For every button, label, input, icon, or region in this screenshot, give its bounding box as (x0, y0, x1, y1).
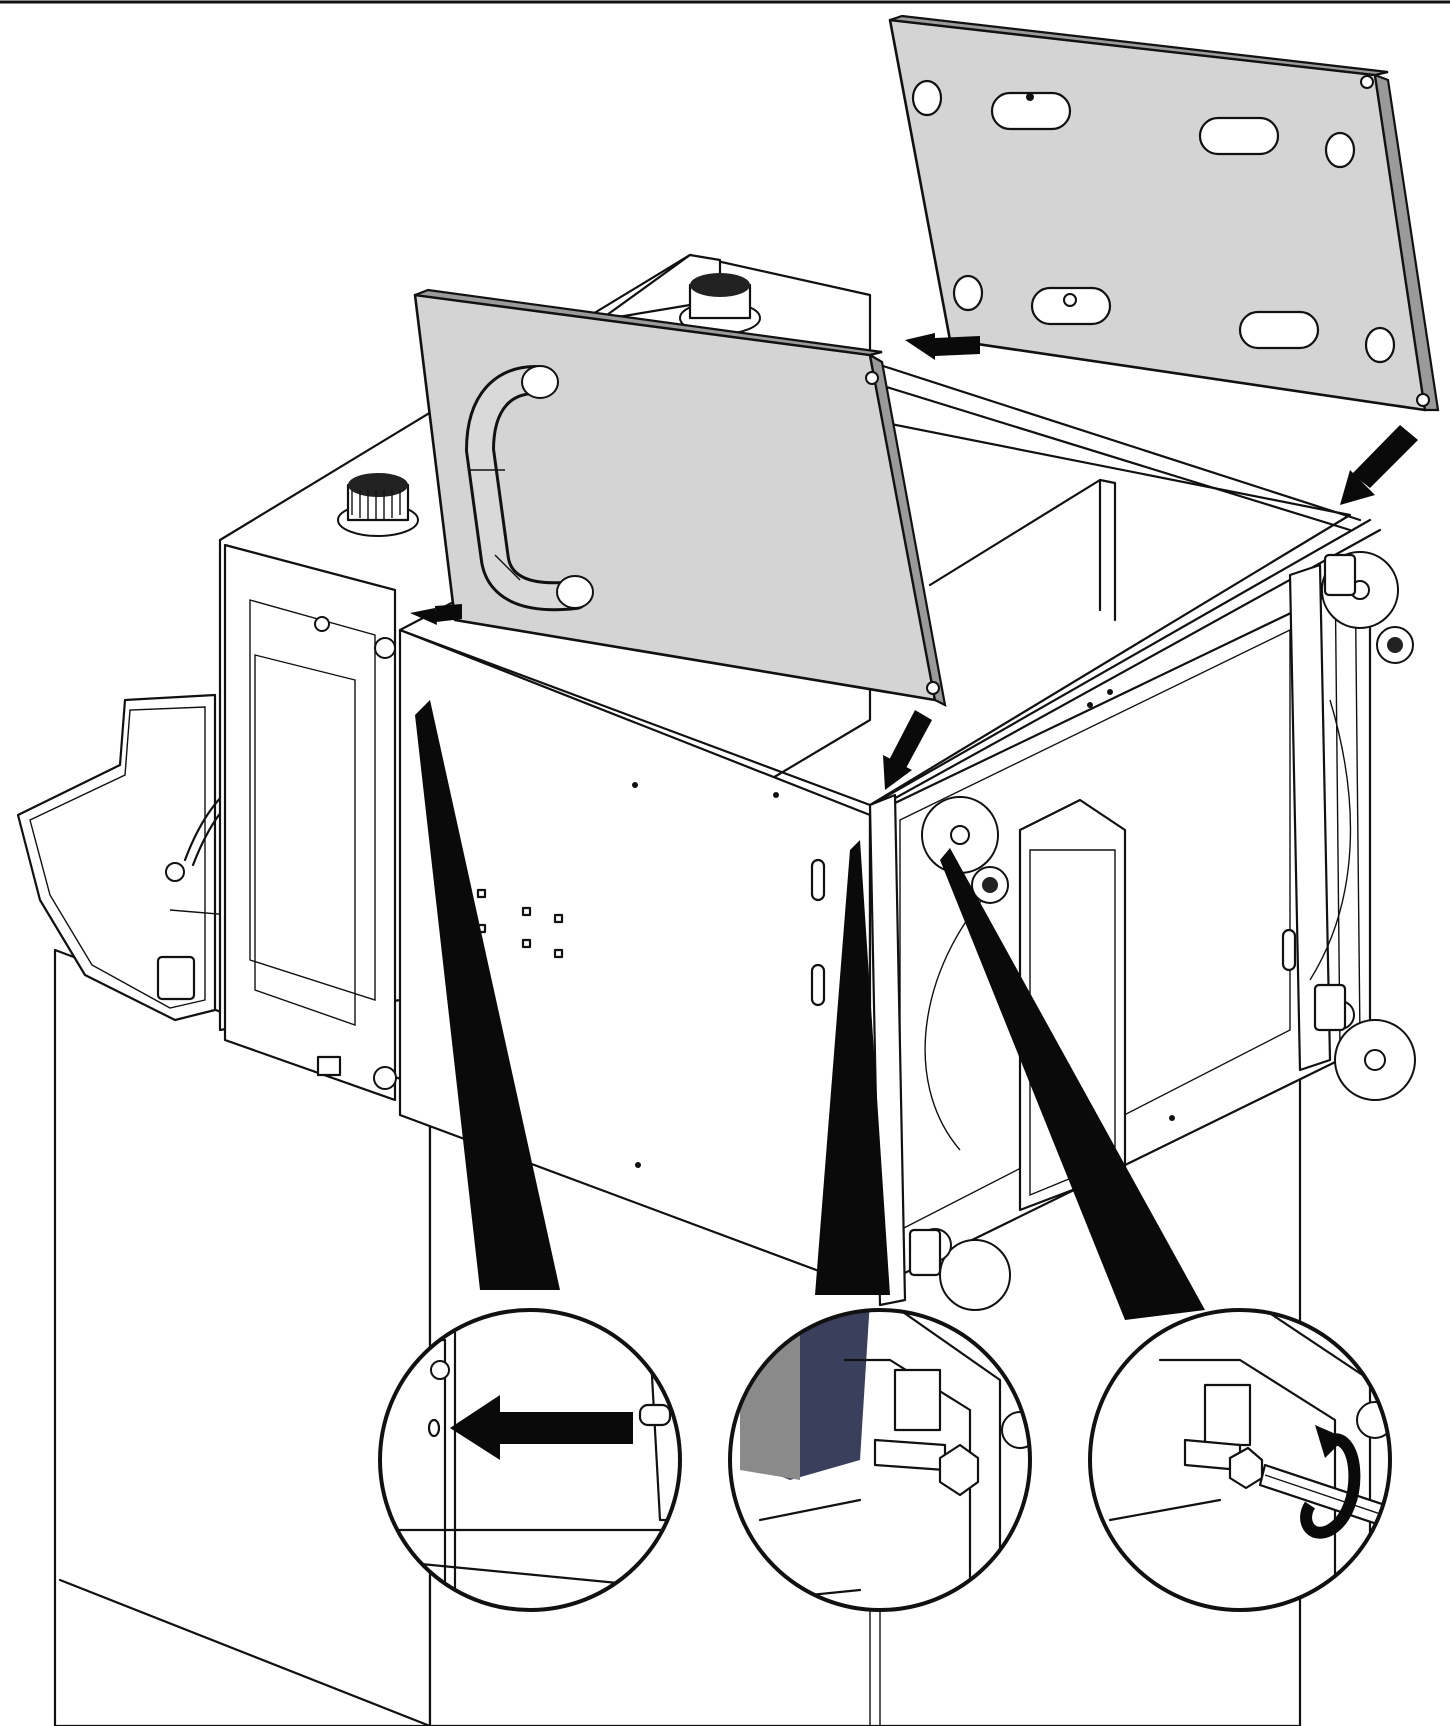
side-tray (16, 693, 427, 1022)
knob-right (679, 273, 761, 335)
roller-bottom-front (908, 1228, 1011, 1311)
arrow-icon (905, 333, 980, 360)
rivet-dots (476, 689, 1175, 1168)
callout-leaders (415, 700, 1205, 1320)
assembly-arrows (410, 333, 1418, 790)
arrow-icon (1340, 425, 1418, 505)
detail-callout-2 (728, 1308, 1032, 1612)
roller-bottom-right (1313, 983, 1416, 1101)
roller-front (921, 796, 1009, 904)
rotate-arrow-icon (1300, 1425, 1361, 1539)
arrow-icon (450, 1395, 633, 1460)
arrow-icon (410, 604, 462, 625)
front-lid-panel (413, 288, 947, 707)
knob-left (337, 473, 419, 537)
top-lid-panel (888, 14, 1440, 412)
roller-top-right (1321, 551, 1414, 664)
door-handle (464, 365, 594, 612)
arrow-icon (883, 710, 932, 790)
lid-holes (911, 79, 1396, 364)
detail-callout-3 (1088, 1308, 1392, 1612)
